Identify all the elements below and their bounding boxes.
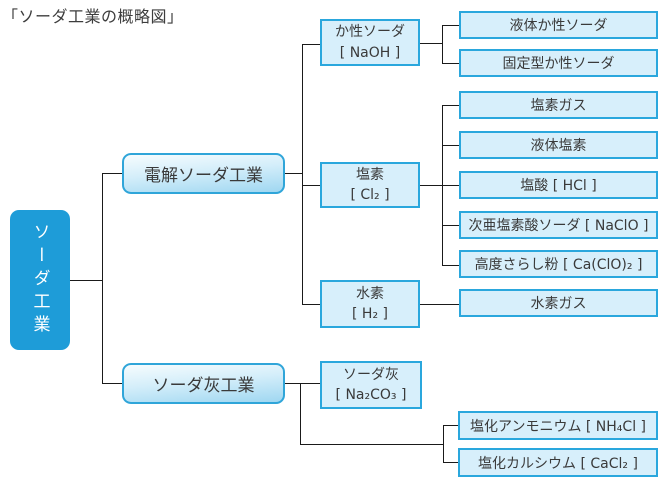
connector-line xyxy=(443,462,458,463)
connector-line xyxy=(420,43,442,44)
connector-line xyxy=(102,383,122,384)
connector-line xyxy=(302,44,320,45)
node-formula: [ Cl₂ ] xyxy=(350,187,390,203)
node-caustic-soda: か性ソーダ [ NaOH ] xyxy=(320,19,420,66)
connector-line xyxy=(420,304,459,305)
node-chlorine-gas: 塩素ガス xyxy=(459,91,658,119)
connector-line xyxy=(442,63,459,64)
node-soda-ash: ソーダ灰 [ Na₂CO₃ ] xyxy=(320,361,422,409)
connector-line xyxy=(442,185,459,186)
connector-line xyxy=(300,444,443,445)
connector-line xyxy=(442,25,459,26)
connector-line xyxy=(443,425,444,463)
node-hydrogen-gas: 水素ガス xyxy=(459,289,658,317)
connector-line xyxy=(442,265,459,266)
node-liquid-caustic-soda: 液体か性ソーダ xyxy=(459,11,658,39)
connector-line xyxy=(442,25,443,64)
connector-line xyxy=(285,383,320,384)
node-hydrogen: 水素 [ H₂ ] xyxy=(320,280,420,328)
connector-line xyxy=(302,185,320,186)
connector-line xyxy=(420,185,442,186)
connector-line xyxy=(102,173,122,174)
connector-line xyxy=(442,105,459,106)
node-formula: [ NaOH ] xyxy=(339,44,401,61)
node-electrolytic-soda-industry: 電解ソーダ工業 xyxy=(122,153,285,194)
node-ammonium-chloride: 塩化アンモニウム [ NH₄Cl ] xyxy=(458,411,658,440)
node-label: 水素 xyxy=(356,285,384,302)
node-sodium-hypochlorite: 次亜塩素酸ソーダ [ NaClO ] xyxy=(459,211,658,239)
connector-line xyxy=(300,383,301,444)
diagram-title: 「ソーダ工業の概略図」 xyxy=(2,7,184,26)
node-formula: [ Na₂CO₃ ] xyxy=(335,387,407,403)
connector-line xyxy=(442,225,459,226)
connector-line xyxy=(285,173,302,174)
node-soda-industry: ソーダ工業 xyxy=(10,210,70,350)
node-chlorine: 塩素 [ Cl₂ ] xyxy=(320,162,420,208)
node-label: 塩素 xyxy=(356,166,384,183)
connector-line xyxy=(442,145,459,146)
node-solid-caustic-soda: 固定型か性ソーダ xyxy=(459,49,658,77)
connector-line xyxy=(443,425,458,426)
connector-line xyxy=(302,304,321,305)
node-liquid-chlorine: 液体塩素 xyxy=(459,131,658,159)
node-formula: [ H₂ ] xyxy=(352,306,388,322)
node-calcium-chloride: 塩化カルシウム [ CaCl₂ ] xyxy=(458,448,658,477)
connector-line xyxy=(70,280,102,281)
connector-line xyxy=(102,173,103,384)
connector-line xyxy=(302,44,303,304)
node-label: ソーダ灰 xyxy=(343,366,399,383)
node-soda-ash-industry: ソーダ灰工業 xyxy=(122,363,285,404)
node-label: か性ソーダ xyxy=(335,24,405,41)
node-hydrochloric-acid: 塩酸 [ HCl ] xyxy=(459,171,658,199)
node-bleaching-powder: 高度さらし粉 [ Ca(ClO)₂ ] xyxy=(459,250,658,278)
